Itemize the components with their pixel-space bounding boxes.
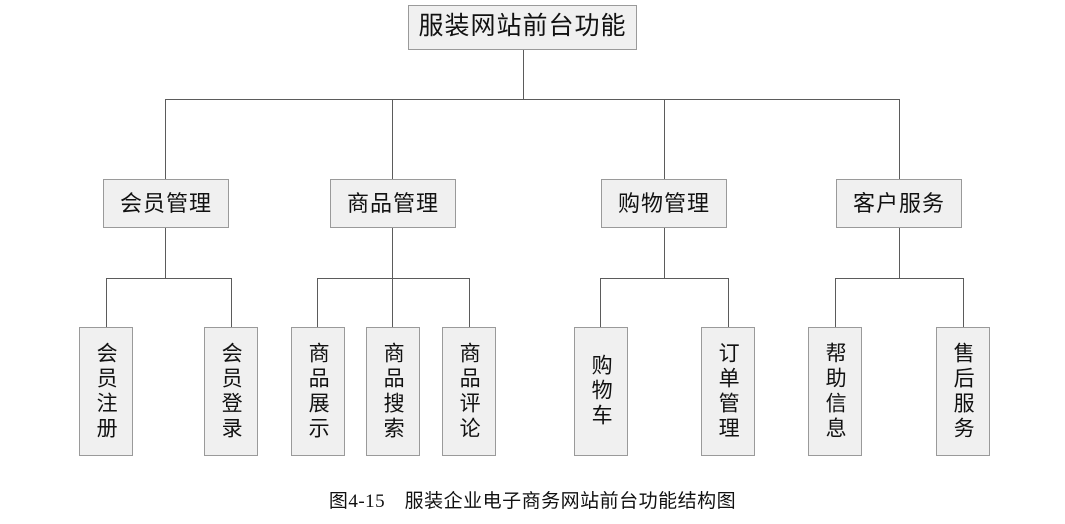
connector-member-child-2 [231, 278, 232, 327]
node-product-display[interactable]: 商品展示 [291, 327, 345, 456]
node-shopping-management[interactable]: 购物管理 [601, 179, 727, 228]
connector-bus-to-service [899, 99, 900, 179]
connector-product-child-2 [392, 278, 393, 327]
node-member-login[interactable]: 会员登录 [204, 327, 258, 456]
node-order-management[interactable]: 订单管理 [701, 327, 755, 456]
figure-caption: 图4-15 服装企业电子商务网站前台功能结构图 [328, 491, 737, 512]
connector-main-bus [165, 99, 900, 100]
node-shopping-cart[interactable]: 购物车 [574, 327, 628, 456]
connector-product-bus [317, 278, 469, 279]
connector-shopping-child-2 [728, 278, 729, 327]
connector-product-child-3 [469, 278, 470, 327]
connector-shopping-bus [600, 278, 728, 279]
node-product-search[interactable]: 商品搜索 [366, 327, 420, 456]
connector-shopping-child-1 [600, 278, 601, 327]
node-member-register[interactable]: 会员注册 [79, 327, 133, 456]
connector-bus-to-product [392, 99, 393, 179]
connector-service-stem [899, 228, 900, 278]
node-root[interactable]: 服装网站前台功能 [408, 5, 637, 50]
node-product-review[interactable]: 商品评论 [442, 327, 496, 456]
connector-product-child-1 [317, 278, 318, 327]
node-product-management[interactable]: 商品管理 [330, 179, 456, 228]
node-member-management[interactable]: 会员管理 [103, 179, 229, 228]
connector-service-bus [835, 278, 963, 279]
connector-member-bus [106, 278, 231, 279]
connector-root-stem [523, 50, 524, 99]
connector-product-stem [392, 228, 393, 278]
connector-member-child-1 [106, 278, 107, 327]
connector-service-child-1 [835, 278, 836, 327]
node-help-information[interactable]: 帮助信息 [808, 327, 862, 456]
connector-bus-to-shopping [664, 99, 665, 179]
node-customer-service[interactable]: 客户服务 [836, 179, 962, 228]
connector-service-child-2 [963, 278, 964, 327]
connector-member-stem [165, 228, 166, 278]
connector-bus-to-member [165, 99, 166, 179]
node-after-sales-service[interactable]: 售后服务 [936, 327, 990, 456]
connector-shopping-stem [664, 228, 665, 278]
